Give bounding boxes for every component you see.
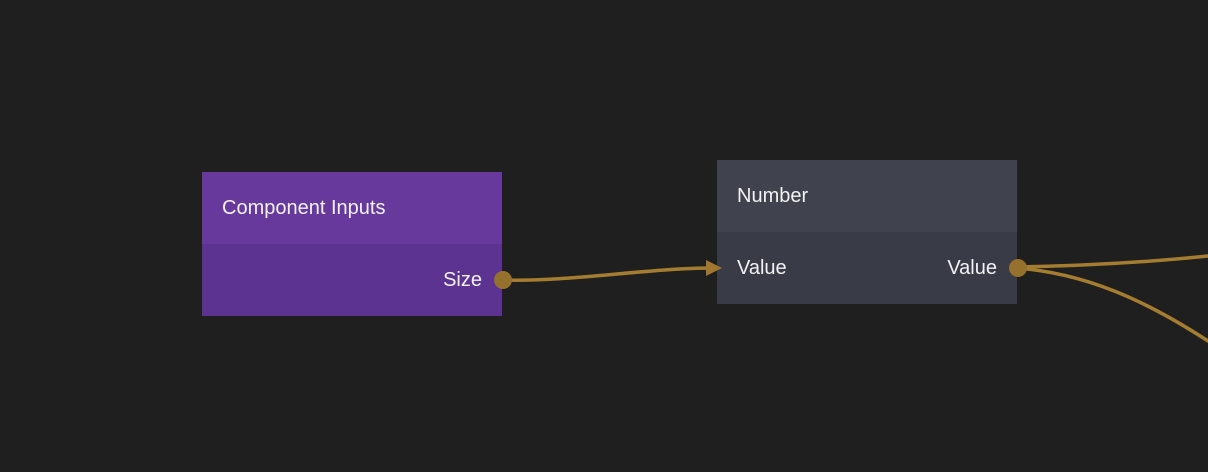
- node-component-inputs[interactable]: Component Inputs Size: [202, 172, 512, 316]
- input-port-value-arrow-icon[interactable]: [706, 260, 722, 276]
- output-label-value: Value: [947, 256, 997, 279]
- output-row-size: Size: [202, 244, 512, 316]
- output-label-size: Size: [443, 268, 482, 291]
- value-row: Value Value: [706, 232, 1027, 304]
- node-number-header[interactable]: Number: [717, 160, 1017, 232]
- node-number[interactable]: Number Value Value: [706, 160, 1027, 304]
- node-title: Component Inputs: [222, 196, 386, 219]
- node-component-inputs-body[interactable]: Size: [202, 244, 512, 316]
- output-port-size[interactable]: [494, 271, 512, 289]
- node-title: Number: [737, 184, 809, 207]
- input-label-value: Value: [737, 256, 787, 279]
- node-component-inputs-header[interactable]: Component Inputs: [202, 172, 502, 244]
- wire-number-value-offscreen-upper[interactable]: [1014, 254, 1208, 269]
- wire-componentinputs-size-to-number-value[interactable]: [498, 266, 710, 282]
- output-port-value[interactable]: [1009, 259, 1027, 277]
- node-number-body[interactable]: Value Value: [706, 232, 1027, 304]
- wire-number-value-offscreen-lower[interactable]: [1014, 266, 1208, 343]
